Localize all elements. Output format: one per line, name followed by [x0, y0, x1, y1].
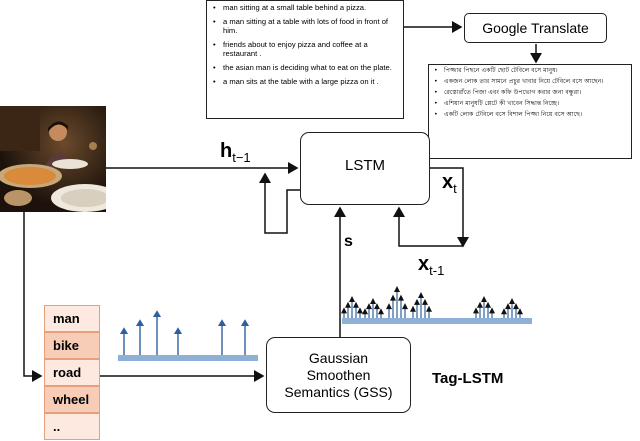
hidden-state-label: ht−1: [220, 140, 251, 165]
smoothed-spike-head: [378, 308, 384, 315]
tag-item: ..: [44, 413, 100, 440]
output-subscript: t: [453, 181, 457, 196]
tag-list: man bike road wheel ..: [44, 305, 100, 440]
tag-lstm-label: Tag-LSTM: [432, 370, 504, 387]
smoothed-spike-head: [426, 305, 432, 312]
bengali-caption-item: একজন লোক তার সামনে প্রচুর খাবার নিয়ে টে…: [434, 78, 628, 86]
english-captions-box: man sitting at a small table behind a pi…: [206, 0, 404, 119]
sparse-tag-bar: [118, 355, 258, 361]
output-label: xt: [442, 171, 457, 196]
smoothed-spike-head: [390, 294, 396, 301]
bengali-caption-item: একটি লোক টেবিলে বসে বিশাল পিজ্জা নিয়ে ব…: [434, 111, 628, 119]
arrow-image-to-tags: [23, 212, 43, 382]
gss-block: Gaussian Smoothen Semantics (GSS): [266, 337, 411, 413]
smoothed-tag-spikes: [341, 286, 523, 318]
smoothed-spike-head: [366, 303, 372, 310]
smoothed-spike-head: [374, 303, 380, 310]
bengali-caption-item: পিজ্জার পিছনে একটি ছোট টেবিলে বসে মানুষ।: [434, 67, 628, 75]
smoothed-tag-bar: [342, 318, 532, 324]
smoothed-spike-head: [517, 308, 523, 315]
smoothed-spike-head: [481, 296, 487, 302]
sparse-tag-spikes: [119, 310, 250, 355]
gss-line: Smoothen: [306, 366, 371, 383]
smoothed-spike-head: [422, 298, 428, 305]
tag-item: man: [44, 305, 100, 332]
previous-input-subscript: t-1: [429, 263, 445, 278]
arrow-lstm-output: [430, 167, 469, 248]
caption-item: friends about to enjoy pizza and coffee …: [213, 40, 399, 58]
smoothed-spike-head: [402, 303, 408, 310]
smoothed-spike-head: [509, 298, 515, 304]
smoothed-spike-head: [505, 303, 511, 310]
smoothed-spike-head: [362, 308, 368, 315]
hidden-state-subscript: t−1: [232, 150, 251, 165]
caption-item: a man sits at the table with a large piz…: [213, 77, 399, 86]
bengali-captions-box: পিজ্জার পিছনে একটি ছোট টেবিলে বসে মানুষ।…: [428, 64, 632, 159]
gss-line: Gaussian: [308, 349, 369, 366]
smoothed-spike-head: [501, 308, 507, 315]
smoothed-spike-head: [513, 303, 519, 310]
smoothed-spike-head: [353, 301, 359, 308]
previous-input-symbol: x: [418, 253, 430, 275]
smoothed-spike-head: [489, 307, 495, 314]
arrow-feedback-xt: [393, 206, 463, 247]
input-photo: [0, 106, 106, 212]
caption-item: man sitting at a small table behind a pi…: [213, 3, 399, 12]
tag-item: bike: [44, 332, 100, 359]
gss-line: Semantics (GSS): [284, 383, 393, 400]
hidden-state-symbol: h: [220, 140, 233, 162]
caption-item: the asian man is deciding what to eat on…: [213, 63, 399, 72]
smoothed-spike-head: [357, 307, 363, 314]
smoothed-spike-head: [473, 307, 479, 314]
arrow-hidden-loop: [259, 172, 300, 234]
smoothed-spike-head: [477, 301, 483, 308]
tag-item: wheel: [44, 386, 100, 413]
lstm-block: LSTM: [300, 132, 430, 205]
bengali-caption-item: এশিয়ান মানুষটি প্লেটে কী খাবেন সিদ্ধান্…: [434, 100, 628, 108]
smoothed-spike-head: [386, 303, 392, 310]
caption-item: a man sitting at a table with lots of fo…: [213, 17, 399, 35]
smoothed-spike-head: [414, 298, 420, 305]
previous-input-label: xt-1: [418, 253, 444, 278]
output-symbol: x: [442, 171, 454, 193]
tag-item: road: [44, 359, 100, 386]
smoothed-spike-head: [485, 301, 491, 308]
smoothed-spike-head: [370, 298, 376, 304]
google-translate-box: Google Translate: [464, 13, 607, 43]
smoothed-spike-head: [418, 292, 424, 298]
smoothed-spike-head: [345, 301, 351, 308]
smoothed-spike-head: [398, 294, 404, 301]
semantic-label: s: [344, 233, 353, 250]
smoothed-spike-head: [349, 296, 355, 302]
smoothed-spike-head: [410, 305, 416, 312]
smoothed-spike-head: [341, 307, 347, 314]
smoothed-spike-head: [394, 286, 400, 292]
bengali-caption-item: রেস্তোরাঁতে পিজা এবং কফি উপভোগ করার জন্য…: [434, 89, 628, 97]
